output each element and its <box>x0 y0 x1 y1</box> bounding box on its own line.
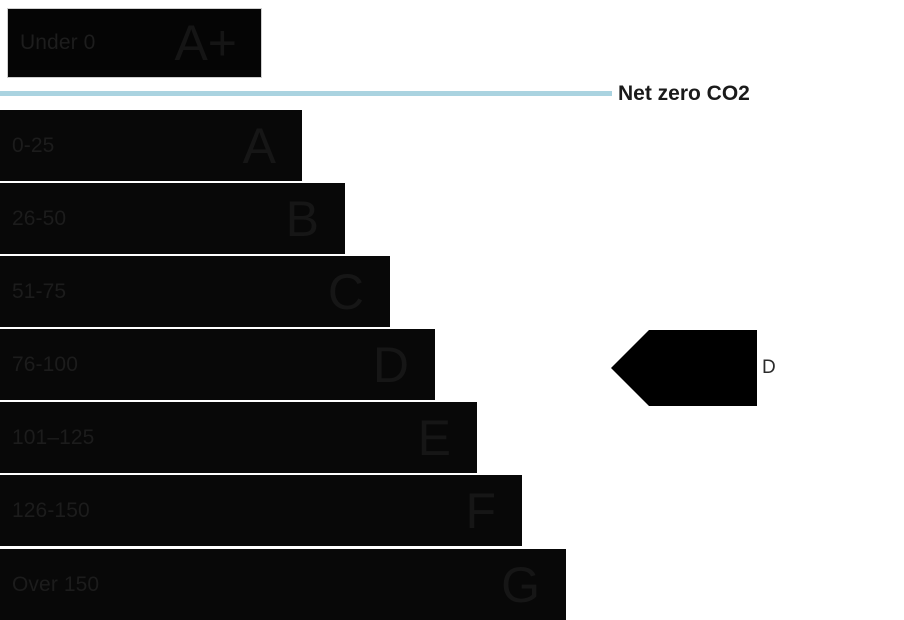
current-rating-grade-label: D <box>762 357 776 378</box>
rating-band-range-label: 76-100 <box>12 352 78 376</box>
co2-rating-chart: Under 0 A+ Net zero CO2 0-25 A 26-50 B 51-75… <box>0 8 776 620</box>
rating-band-grade-label: E <box>417 409 451 466</box>
rating-band-grade-label: F <box>465 482 496 539</box>
rating-band-d[interactable]: 76-100 D <box>0 329 435 400</box>
rating-band-f[interactable]: 126-150 F <box>0 475 522 546</box>
rating-band-grade-label: A <box>242 117 276 174</box>
rating-band-e[interactable]: 101–125 E <box>0 402 477 473</box>
rating-band-range-label: Under 0 <box>20 31 96 54</box>
net-zero-threshold-line <box>0 91 612 96</box>
rating-band-grade-label: B <box>285 190 319 247</box>
rating-band-range-label: 101–125 <box>12 425 95 449</box>
rating-band-grade-label: D <box>372 336 409 393</box>
rating-band-grade-label: C <box>327 263 364 320</box>
rating-band-range-label: 126-150 <box>12 498 90 522</box>
rating-band-a-plus[interactable]: Under 0 A+ <box>7 8 262 78</box>
rating-band-range-label: Over 150 <box>12 572 100 596</box>
rating-band-c[interactable]: 51-75 C <box>0 256 390 327</box>
rating-band-range-label: 51-75 <box>12 279 67 303</box>
rating-band-g[interactable]: Over 150 G <box>0 549 566 620</box>
rating-band-range-label: 26-50 <box>12 206 67 230</box>
rating-band-b[interactable]: 26-50 B <box>0 183 345 254</box>
arrow-left-icon <box>611 330 757 406</box>
current-rating-pointer[interactable] <box>611 330 757 406</box>
rating-band-grade-label: A+ <box>174 15 237 71</box>
rating-band-a[interactable]: 0-25 A <box>0 110 302 181</box>
net-zero-caption: Net zero CO2 <box>618 82 750 105</box>
rating-band-range-label: 0-25 <box>12 133 55 157</box>
rating-band-grade-label: G <box>501 556 540 613</box>
